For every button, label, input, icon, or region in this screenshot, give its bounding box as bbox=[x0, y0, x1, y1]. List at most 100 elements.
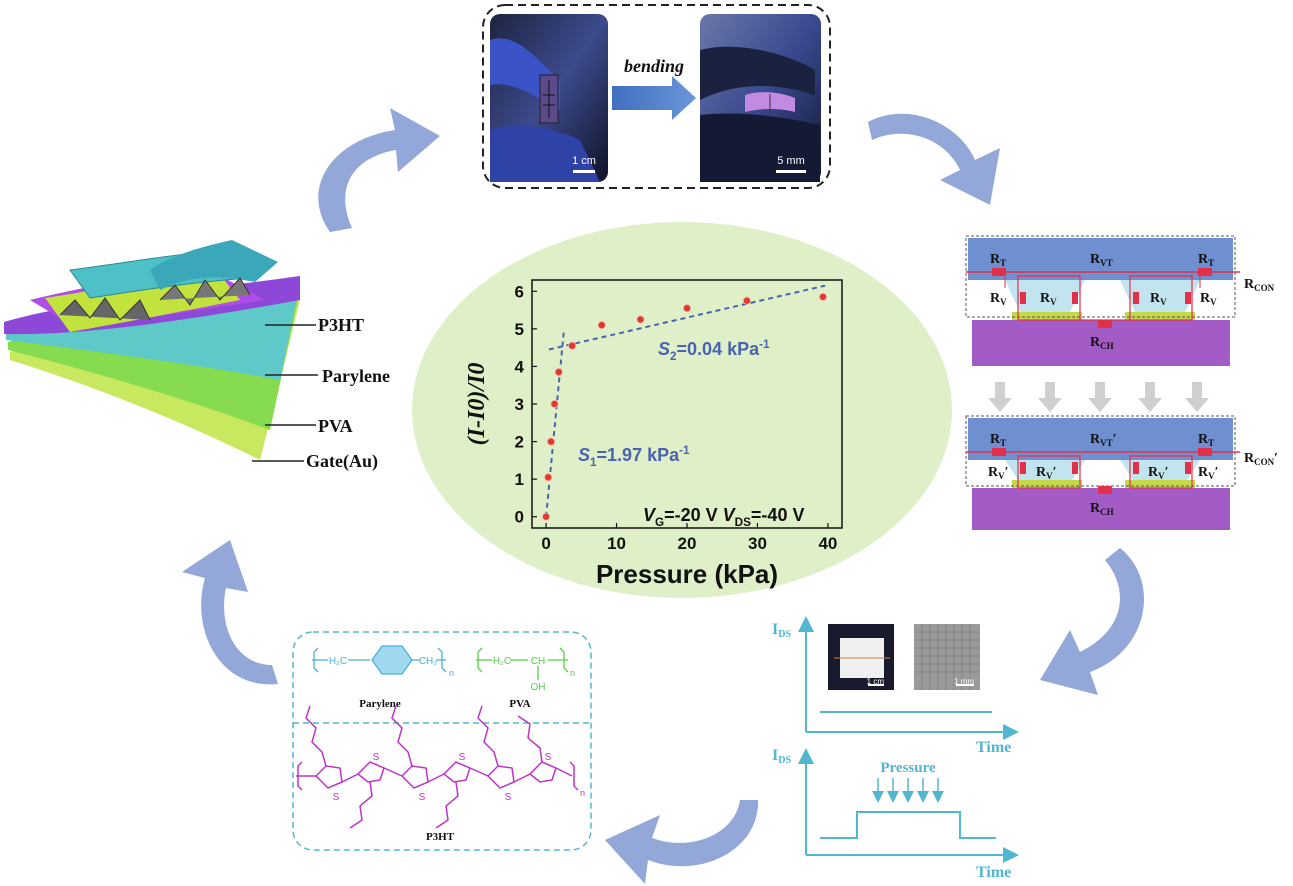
svg-text:RV′: RV′ bbox=[988, 465, 1009, 481]
x-tick-label: 0 bbox=[541, 534, 550, 553]
y-tick-label: 6 bbox=[515, 282, 524, 301]
svg-text:CH: CH bbox=[531, 656, 545, 667]
y-tick-label: 0 bbox=[515, 508, 524, 527]
svg-text:S: S bbox=[459, 752, 466, 763]
svg-text:RV: RV bbox=[1040, 291, 1057, 307]
circuit-diagram-after: RT RVT′ RT RV′ RV′ RV′ RV′ RCH RCON′ bbox=[965, 415, 1278, 530]
x-tick-label: 10 bbox=[607, 534, 626, 553]
data-point bbox=[568, 341, 577, 350]
svg-text:Time: Time bbox=[976, 739, 1011, 756]
photo-frame bbox=[482, 4, 831, 189]
data-point bbox=[742, 296, 751, 305]
svg-text:IDS: IDS bbox=[772, 621, 791, 640]
bending-label: bending bbox=[624, 56, 684, 76]
bending-arrow: bending bbox=[612, 56, 696, 120]
circuit-before-wires bbox=[1017, 275, 1193, 321]
label-p3ht-structure: P3HT bbox=[426, 831, 455, 843]
svg-text:RV: RV bbox=[1200, 291, 1217, 307]
fit-line bbox=[545, 332, 565, 517]
photo-left-scale: 1 cm bbox=[572, 155, 596, 167]
photo-bent-device: 5 mm bbox=[700, 14, 821, 182]
s2-annotation: S2=0.04 kPa-1 bbox=[658, 338, 770, 363]
label-p3ht: P3HT bbox=[318, 315, 364, 335]
circuit-before-resistors bbox=[992, 268, 1212, 328]
data-point bbox=[683, 304, 692, 313]
svg-text:CH₂: CH₂ bbox=[419, 656, 437, 667]
circuit-before-labels: RT RVT RT RV RV RV RV RCH RCON bbox=[990, 252, 1275, 351]
data-point bbox=[550, 399, 559, 408]
svg-text:S: S bbox=[373, 752, 380, 763]
y-tick-label: 5 bbox=[515, 320, 524, 339]
x-tick-label: 30 bbox=[748, 534, 767, 553]
y-tick-label: 4 bbox=[515, 357, 525, 376]
data-point bbox=[542, 512, 551, 521]
circuit-diagram-before bbox=[965, 235, 1240, 366]
y-tick-label: 1 bbox=[515, 470, 524, 489]
cycle-arrow-top-left bbox=[318, 108, 440, 232]
svg-text:1 mm: 1 mm bbox=[954, 677, 974, 686]
signal-plot-pressure: Pressure IDS Time bbox=[772, 747, 1019, 881]
svg-text:n: n bbox=[570, 668, 575, 678]
svg-text:n: n bbox=[449, 668, 454, 678]
signal-plot-idle: IDS Time 1 cm 1 mm bbox=[772, 616, 1019, 756]
svg-text:RV: RV bbox=[1150, 291, 1167, 307]
photo-right-scale: 5 mm bbox=[777, 155, 805, 167]
svg-text:Time: Time bbox=[976, 864, 1011, 881]
svg-text:RVT: RVT bbox=[1090, 252, 1113, 268]
label-pva-structure: PVA bbox=[509, 698, 530, 710]
svg-text:H₂C: H₂C bbox=[493, 656, 511, 667]
y-tick-label: 3 bbox=[515, 395, 524, 414]
svg-text:RT: RT bbox=[990, 432, 1006, 448]
fit-line bbox=[548, 284, 826, 351]
y-tick-label: 2 bbox=[515, 433, 524, 452]
svg-text:RVT′: RVT′ bbox=[1090, 432, 1117, 448]
label-parylene-structure: Parylene bbox=[359, 698, 401, 710]
svg-text:RT: RT bbox=[990, 252, 1006, 268]
svg-text:S: S bbox=[505, 792, 512, 803]
svg-text:RT: RT bbox=[1198, 432, 1214, 448]
data-point bbox=[554, 368, 563, 377]
data-point bbox=[547, 437, 556, 446]
s1-annotation: S1=1.97 kPa-1 bbox=[578, 444, 690, 469]
pva-text: H₂C CH OH n PVA bbox=[493, 656, 575, 710]
data-point bbox=[636, 315, 645, 324]
svg-text:S: S bbox=[419, 792, 426, 803]
label-gate: Gate(Au) bbox=[306, 451, 378, 472]
press-down-arrows bbox=[988, 382, 1209, 412]
svg-text:RCH: RCH bbox=[1090, 335, 1114, 351]
label-pva: PVA bbox=[318, 416, 353, 436]
svg-text:RT: RT bbox=[1198, 252, 1214, 268]
svg-text:RV′: RV′ bbox=[1198, 465, 1219, 481]
label-rcon-prime: RCON′ bbox=[1244, 451, 1278, 467]
p3ht-text: S S S S S S n P3HT bbox=[333, 752, 585, 843]
x-axis-label: Pressure (kPa) bbox=[596, 559, 778, 589]
label-rcon: RCON bbox=[1244, 277, 1275, 293]
device-layers bbox=[4, 240, 300, 460]
parylene-structure bbox=[312, 645, 447, 675]
cycle-arrow-bottom bbox=[605, 800, 759, 884]
cycle-arrow-left bbox=[182, 540, 278, 685]
svg-text:Pressure: Pressure bbox=[880, 760, 936, 776]
svg-text:RV′: RV′ bbox=[1148, 465, 1169, 481]
data-point bbox=[818, 292, 827, 301]
photo-flat-device: 1 cm bbox=[490, 14, 608, 182]
pva-structure bbox=[476, 647, 569, 680]
bias-conditions: VG=-20 V VDS=-40 V bbox=[643, 505, 804, 529]
svg-text:n: n bbox=[580, 788, 585, 798]
cycle-arrow-right bbox=[1040, 548, 1144, 695]
data-point bbox=[544, 473, 553, 482]
svg-text:1 cm: 1 cm bbox=[867, 677, 885, 686]
svg-text:RV′: RV′ bbox=[1036, 465, 1057, 481]
parylene-text: H₂C CH₂ n Parylene bbox=[329, 656, 454, 710]
svg-text:IDS: IDS bbox=[772, 747, 791, 766]
svg-text:H₂C: H₂C bbox=[329, 656, 347, 667]
label-parylene: Parylene bbox=[322, 366, 390, 386]
x-tick-label: 40 bbox=[818, 534, 837, 553]
device-layer-labels: P3HT Parylene PVA Gate(Au) bbox=[252, 315, 390, 472]
svg-text:S: S bbox=[333, 792, 340, 803]
y-axis-label: (I-I0)/I0 bbox=[464, 363, 490, 446]
data-point bbox=[597, 321, 606, 330]
